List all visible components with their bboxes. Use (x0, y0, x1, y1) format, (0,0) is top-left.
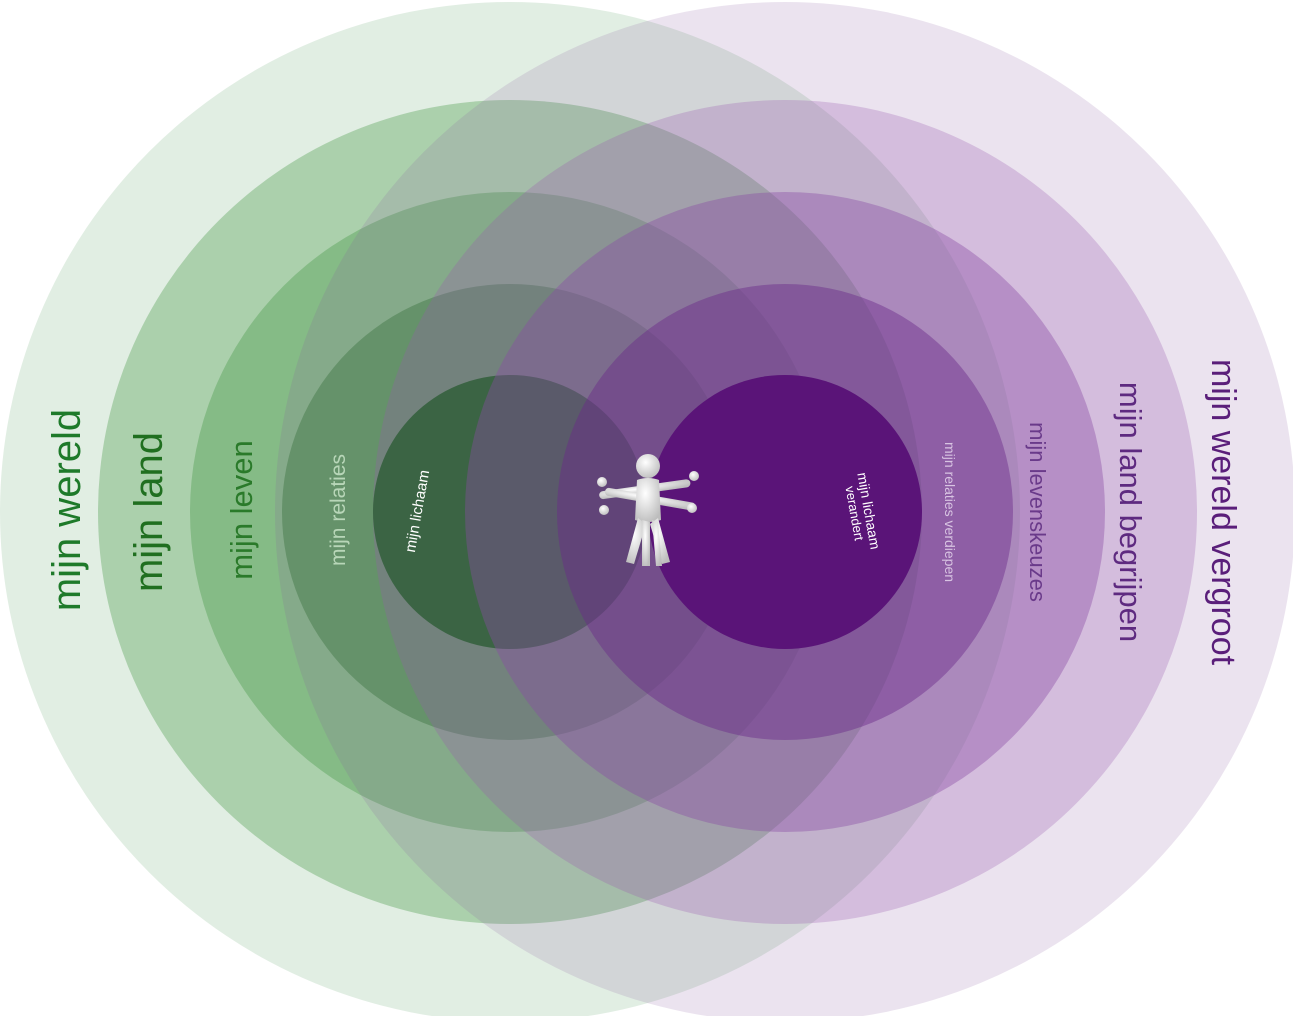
label-mijn-wereld-vergroot: mijn wereld vergroot (1204, 359, 1242, 666)
label-mijn-relaties: mijn relaties (327, 454, 350, 566)
label-mijn-levenskeuzes: mijn levenskeuzes (1025, 422, 1050, 602)
label-mijn-land: mijn land (127, 432, 171, 592)
label-mijn-wereld: mijn wereld (45, 409, 89, 611)
label-mijn-relaties-verdiepen: mijn relaties verdiepen (942, 442, 958, 582)
label-mijn-land-begrijpen: mijn land begrijpen (1113, 382, 1148, 642)
label-mijn-leven: mijn leven (224, 440, 259, 580)
